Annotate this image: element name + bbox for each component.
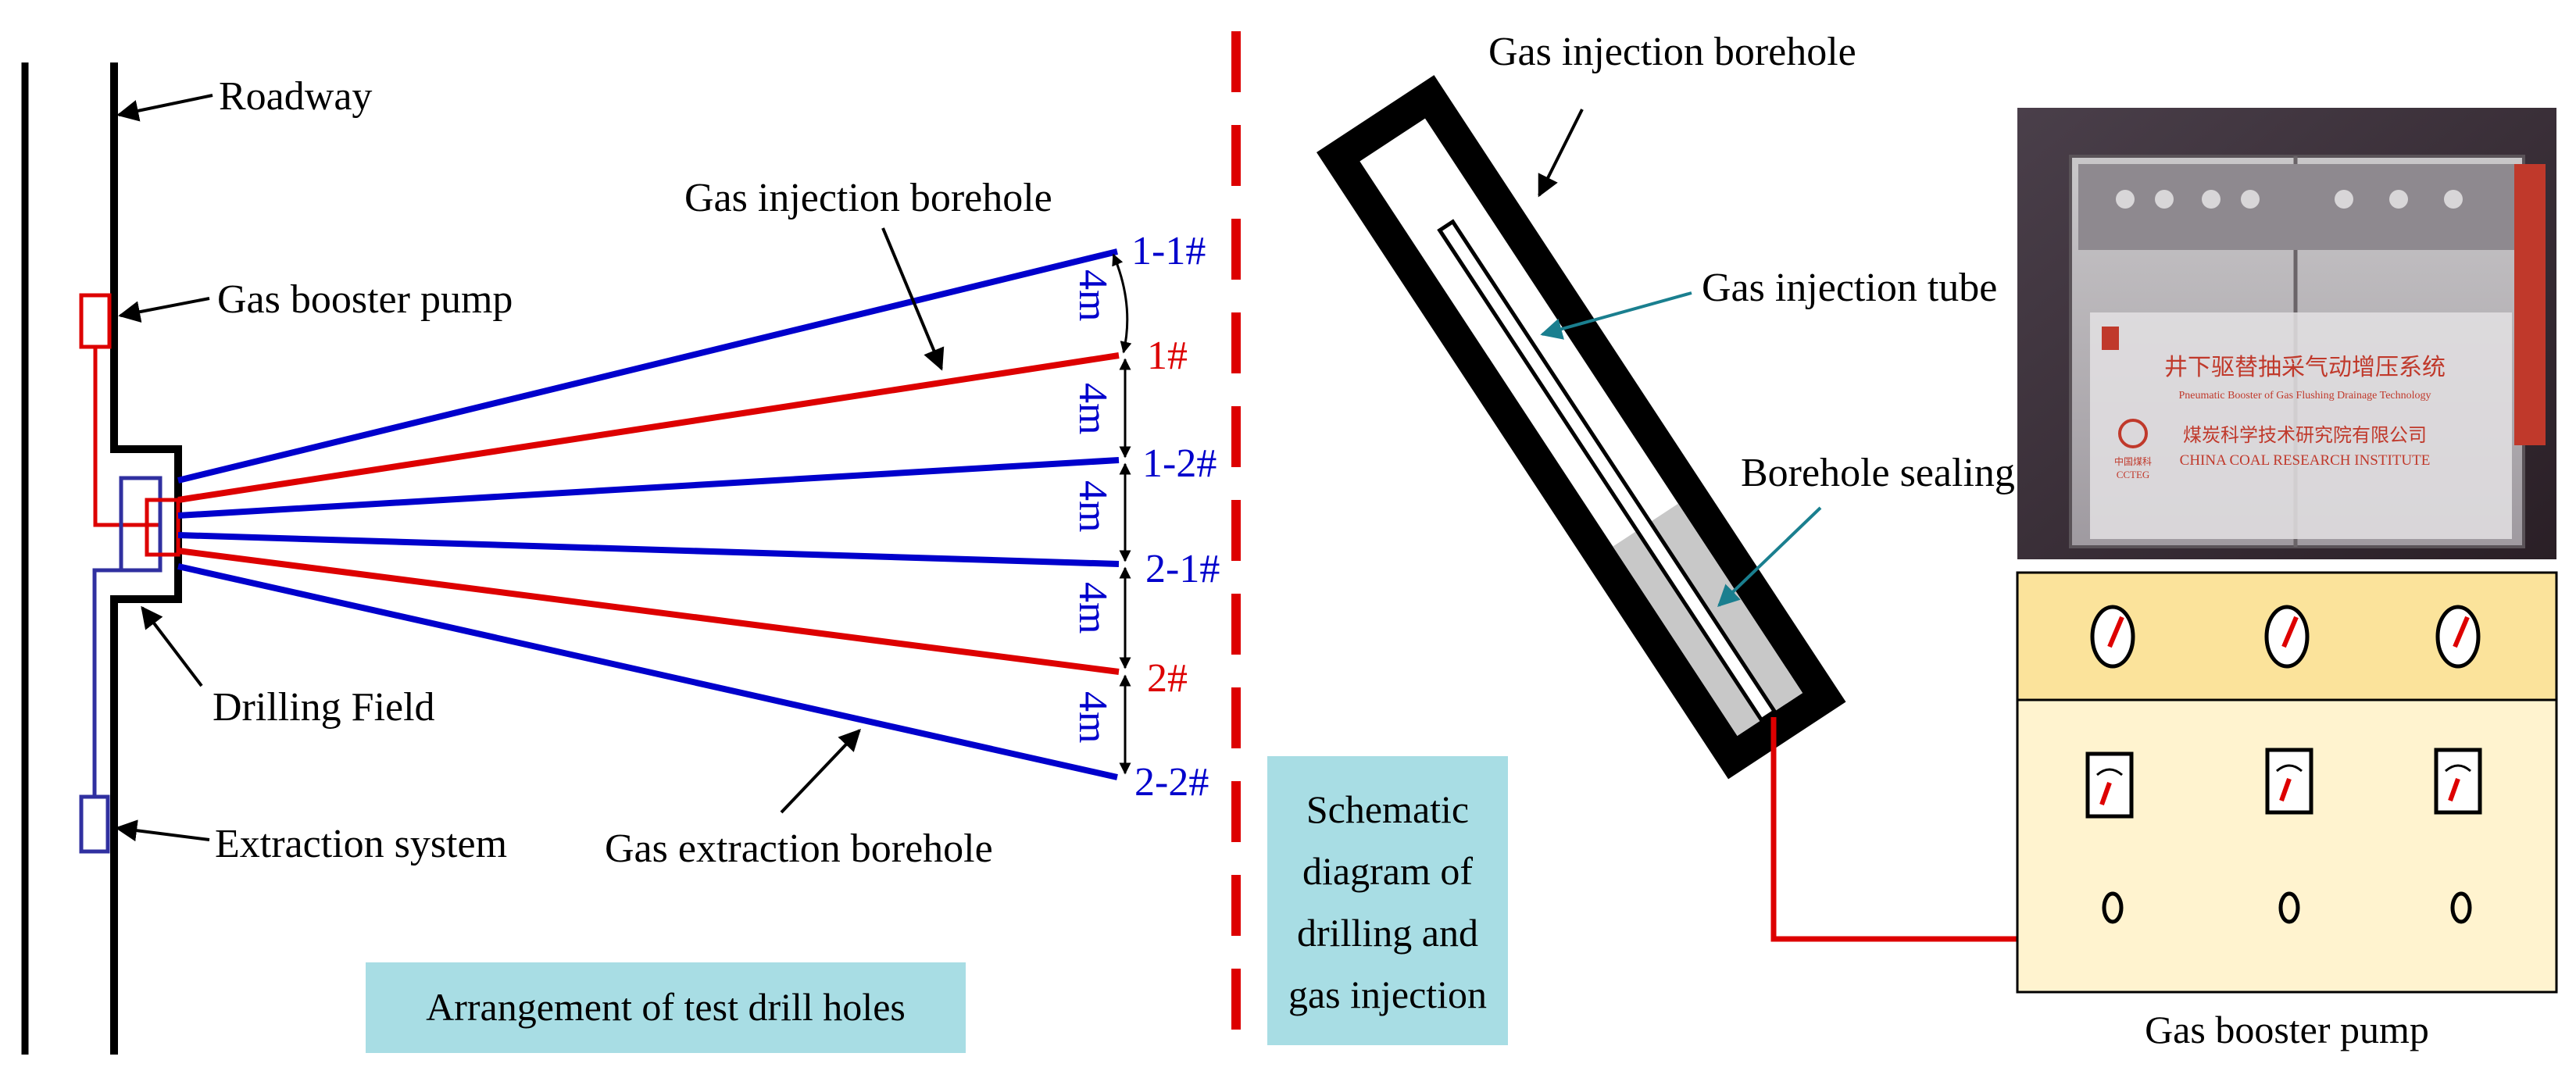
injection-manifold [145,498,180,557]
spacing-label: 4m [1070,270,1115,321]
booster-pump-pointer [118,297,210,323]
left-caption-box [366,962,966,1053]
booster-pump-label: Gas booster pump [217,277,513,322]
spacing-dimensions [1112,253,1132,775]
drilling-field-label: Drilling Field [213,685,435,730]
hole-label-2-2: 2-2# [1134,760,1209,805]
middle-caption-line: gas injection [1288,973,1487,1016]
spacing-label: 4m [1070,383,1115,434]
photo-title-en: Pneumatic Booster of Gas Flushing Draina… [2178,390,2431,402]
drilling-field-pointer [141,605,203,687]
pressure-gauge-icon [2435,605,2481,669]
photo-logo-en: CCTEG [2117,469,2150,480]
injection-borehole-pointer [881,227,945,371]
injection-tube [1437,219,1777,723]
flow-meter-icon [2085,751,2134,819]
pump-photo: 井下驱替抽采气动增压系统 Pneumatic Booster of Gas Fl… [2017,108,2556,559]
middle-caption-line: Schematic [1306,787,1469,831]
hole-label-2-1: 2-1# [1145,547,1220,591]
photo-title-cn: 井下驱替抽采气动增压系统 [2164,355,2446,380]
roadway-wall-right [110,62,182,1055]
valve-icon [2278,891,2300,924]
extraction-system-label: Extraction system [215,822,507,866]
left-panel: 4m 4m 4m 4m 4m 1-1# 1# 1-2# 2-1# 2# 2-2#… [21,62,1220,1055]
extraction-system-pointer [115,819,210,842]
booster-pump-box [79,293,112,349]
extraction-system-box [79,794,110,854]
extraction-borehole-label: Gas extraction borehole [605,826,993,871]
spacing-label: 4m [1070,480,1115,532]
right-injection-borehole-pointer [1538,109,1584,198]
extraction-borehole-pointer [780,728,861,814]
spacing-label: 4m [1070,582,1115,634]
hole-label-1-1: 1-1# [1131,229,1206,273]
supply-pipe [1770,717,2017,942]
spacing-label: 4m [1070,691,1115,743]
roadway-label: Roadway [219,74,372,119]
borehole-2-2 [177,563,1118,780]
photo-logo-cn: 中国煤科 [2114,455,2152,467]
injection-tube-pointer [1540,291,1692,340]
pressure-gauge-icon [2264,605,2310,669]
photo-org-cn: 煤炭科学技术研究院有限公司 [2183,425,2427,446]
hole-label-1: 1# [1147,334,1188,378]
borehole-1-2 [177,457,1120,519]
photo-logo-icon [2118,419,2148,448]
valve-icon [2450,891,2472,924]
middle-caption-line: diagram of [1302,849,1473,893]
borehole-1-1 [177,248,1118,484]
roadway-pointer [116,94,213,122]
borehole-sealing-label: Borehole sealing [1741,451,2015,495]
middle-caption: Schematic diagram of drilling and gas in… [1267,756,1508,1045]
hole-label-2: 2# [1147,656,1188,701]
pump-caption: Gas booster pump [2145,1008,2429,1051]
booster-pipe [93,347,160,527]
pump-body-panel [2016,698,2558,994]
flow-meter-icon [2265,748,2313,815]
photo-org-en: CHINA COAL RESEARCH INSTITUTE [2180,452,2431,469]
pump-schematic [2016,571,2558,994]
injection-borehole-label: Gas injection borehole [684,176,1052,220]
borehole-2-1 [177,532,1120,567]
hole-label-1-2: 1-2# [1142,441,1217,486]
injection-tube-label: Gas injection tube [1702,266,1997,310]
left-caption: Arrangement of test drill holes [426,985,906,1029]
right-injection-borehole-label: Gas injection borehole [1488,30,1856,74]
valve-icon [2102,891,2124,924]
flow-meter-icon [2434,748,2482,815]
pressure-gauge-icon [2090,605,2135,669]
middle-caption-line: drilling and [1297,911,1478,955]
borehole-1 [177,352,1120,503]
borehole-sealing-pointer [1717,506,1822,607]
extraction-manifold [119,476,163,573]
right-panel: Gas injection borehole Gas injection tub… [1317,30,2558,1051]
middle-caption-box [1267,756,1508,1045]
borehole-2 [177,548,1120,675]
borehole-schematic [1317,75,1846,780]
spacing-labels: 4m 4m 4m 4m 4m [1070,270,1115,743]
